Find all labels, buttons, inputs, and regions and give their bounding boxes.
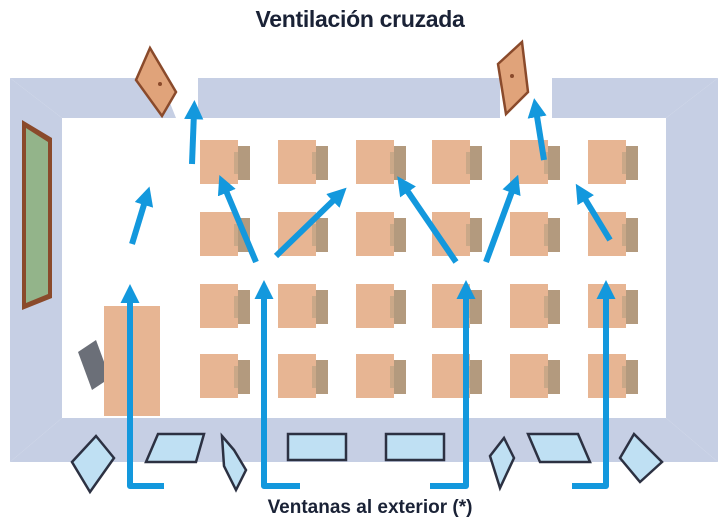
airflow-arrow-icon xyxy=(184,100,204,165)
student-desk-icon xyxy=(588,354,638,398)
student-desk-icon xyxy=(200,354,250,398)
student-desk-icon xyxy=(432,212,482,256)
student-desk-icon xyxy=(278,284,328,328)
windows-caption: Ventanas al exterior (*) xyxy=(267,497,473,518)
wall-right xyxy=(666,78,718,462)
window-icon xyxy=(488,435,516,492)
blackboard-icon xyxy=(22,120,52,310)
window-icon xyxy=(526,432,592,464)
airflow-arrow-icon xyxy=(217,174,259,264)
airflow-arrow-icon xyxy=(397,176,459,264)
diagram-title: Ventilación cruzada xyxy=(255,6,465,32)
student-desk-icon xyxy=(356,354,406,398)
student-desk-icon xyxy=(432,354,482,398)
wall-top-left xyxy=(10,78,176,118)
student-desk-icon xyxy=(510,284,560,328)
airflow-arrow-icon xyxy=(572,470,609,489)
student-desk-icon xyxy=(356,140,406,184)
student-desk-icon xyxy=(588,140,638,184)
window-icon xyxy=(618,431,664,484)
student-desk-icon xyxy=(510,140,560,184)
window-icon xyxy=(144,432,206,464)
airflow-arrow-icon xyxy=(273,187,347,259)
airflow-arrow-icon xyxy=(483,174,521,264)
window-icon xyxy=(70,434,116,495)
window-icon xyxy=(384,432,446,462)
wall-top-middle xyxy=(198,78,500,118)
airflow-arrow-icon xyxy=(575,183,613,242)
wall-top-right xyxy=(552,78,718,118)
airflow-arrows xyxy=(120,98,616,489)
student-desk-icon xyxy=(432,284,482,328)
airflow-arrow-icon xyxy=(527,98,547,161)
student-desk-icon xyxy=(510,212,560,256)
student-desk-icon xyxy=(356,284,406,328)
door-icon xyxy=(496,39,530,117)
airflow-arrow-icon xyxy=(129,186,154,245)
wall-bottom xyxy=(10,418,718,462)
student-desk-icon xyxy=(432,140,482,184)
student-desk-icon xyxy=(356,212,406,256)
student-desk-icon xyxy=(278,140,328,184)
student-desk-icon xyxy=(510,354,560,398)
student-desk-icon xyxy=(588,284,638,328)
airflow-arrow-icon xyxy=(261,470,300,489)
window-icon xyxy=(220,432,248,493)
student-desk-icon xyxy=(200,284,250,328)
student-desks xyxy=(200,140,638,398)
student-desk-icon xyxy=(278,354,328,398)
window-icon xyxy=(286,432,348,462)
door-icon xyxy=(134,45,178,119)
airflow-arrow-icon xyxy=(430,470,469,489)
student-desk-icon xyxy=(200,140,250,184)
airflow-arrow-icon xyxy=(127,470,164,489)
